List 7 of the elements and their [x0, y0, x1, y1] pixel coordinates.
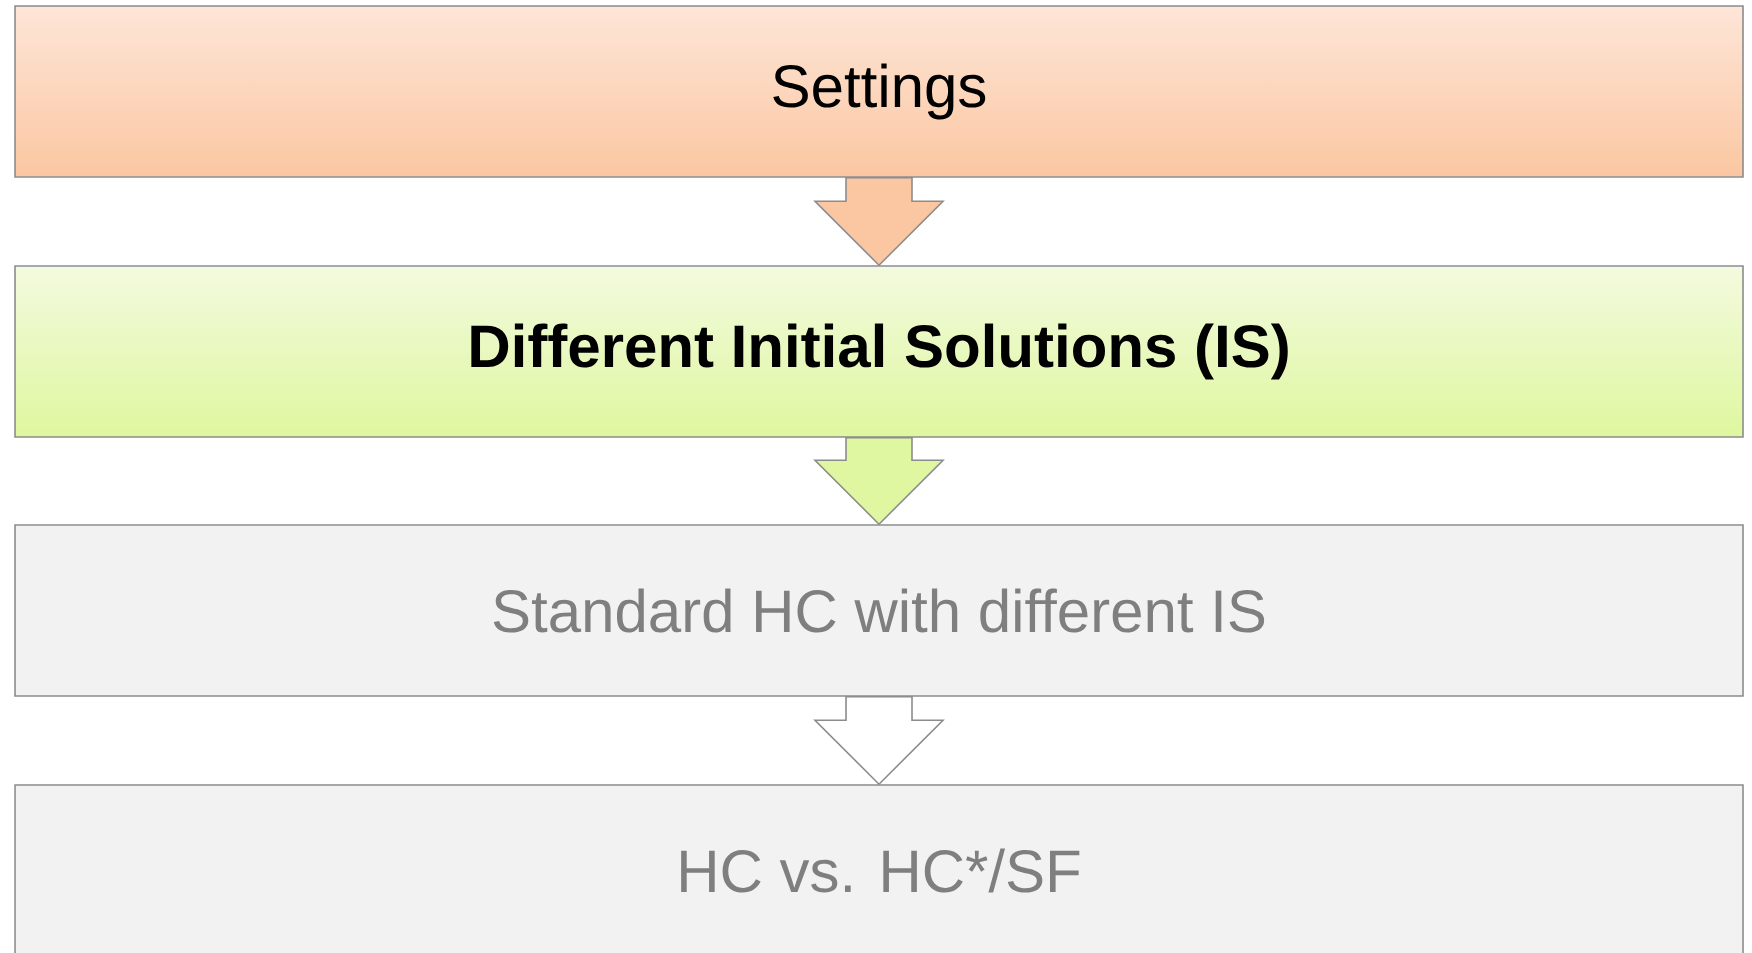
process-box: Different Initial Solutions (IS) [14, 265, 1744, 438]
process-box: HC vs. HC*/SF [14, 784, 1744, 953]
process-box: Settings [14, 5, 1744, 178]
process-box: Standard HC with different IS [14, 524, 1744, 697]
block-arrow [813, 177, 945, 267]
block-arrow [813, 437, 945, 526]
block-arrow [813, 696, 945, 786]
